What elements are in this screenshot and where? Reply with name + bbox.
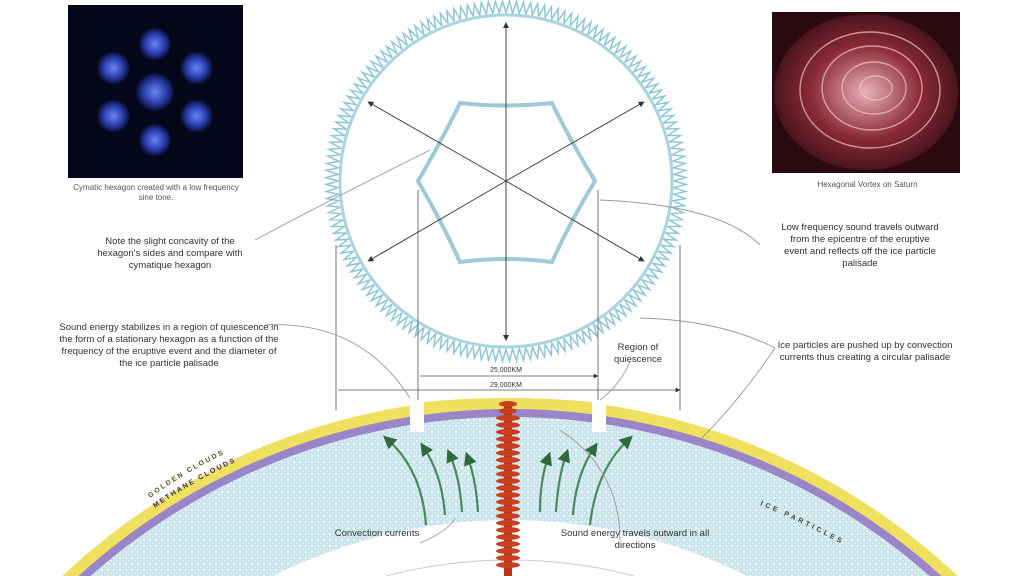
inner-diameter-label: 25,000KM	[490, 367, 522, 374]
sound-outward-note: Sound energy travels outward in all dire…	[560, 528, 710, 551]
eruption-segment	[496, 450, 520, 456]
eruption-segment	[496, 464, 520, 470]
eruption-segment	[499, 408, 517, 414]
eruption-segment	[496, 506, 520, 512]
eruption-segment	[499, 401, 517, 407]
leader-lines	[254, 149, 776, 544]
eruption-segment	[496, 492, 520, 498]
eruption-segment	[496, 534, 520, 540]
ice-pushed-note: Ice particles are pushed up by convectio…	[777, 340, 953, 363]
eruption-segment	[496, 555, 520, 561]
convection-note: Convection currents	[334, 528, 420, 539]
convection-arrows	[383, 435, 633, 526]
eruption-segment	[496, 415, 520, 421]
eruption-segment	[496, 422, 520, 428]
cymatic-lobe	[138, 123, 172, 157]
eruption-segment	[496, 499, 520, 505]
ice-palisade-ring	[323, 0, 689, 364]
quiescence-note: Region of quiescence	[613, 342, 663, 365]
eruption-segment	[496, 485, 520, 491]
cymatic-lobe	[179, 99, 214, 133]
low-frequency-note: Low frequency sound travels outward from…	[781, 222, 939, 269]
ring-spikes	[323, 0, 689, 364]
cymatic-lobe	[179, 51, 214, 85]
ring-core	[338, 13, 674, 349]
eruption-segment	[496, 457, 520, 463]
stabilizes-note: Sound energy stabilizes in a region of q…	[59, 322, 279, 369]
cymatic-lobe	[138, 27, 172, 61]
eruption-segment	[496, 436, 520, 442]
eruption-segment	[496, 541, 520, 547]
eruption-segment	[496, 520, 520, 526]
cymatic-lobe	[135, 72, 175, 112]
eruption-segment	[496, 478, 520, 484]
eruption-segment	[496, 513, 520, 519]
cymatic-lobe	[96, 51, 131, 85]
eruption-segment	[496, 443, 520, 449]
sound-wave-arrows	[367, 22, 645, 341]
eruption-segment	[496, 471, 520, 477]
stationary-hexagon	[415, 100, 598, 265]
saturn-vortex-image	[772, 12, 960, 173]
eruption-segment	[496, 429, 520, 435]
dimension-lines	[335, 190, 681, 410]
cymatic-hexagon-image	[68, 5, 243, 178]
eruption-segment	[496, 527, 520, 533]
left-image-caption: Cymatic hexagon created with a low frequ…	[73, 183, 239, 202]
right-image-caption: Hexagonal Vortex on Saturn	[817, 180, 918, 189]
outer-diameter-label: 29,000KM	[490, 382, 522, 389]
eruption-segment	[496, 548, 520, 554]
cymatic-lobe	[96, 99, 131, 133]
eruption-column	[496, 401, 520, 576]
eruption-segment	[496, 562, 520, 568]
concavity-note: Note the slight concavity of the hexagon…	[97, 236, 243, 271]
